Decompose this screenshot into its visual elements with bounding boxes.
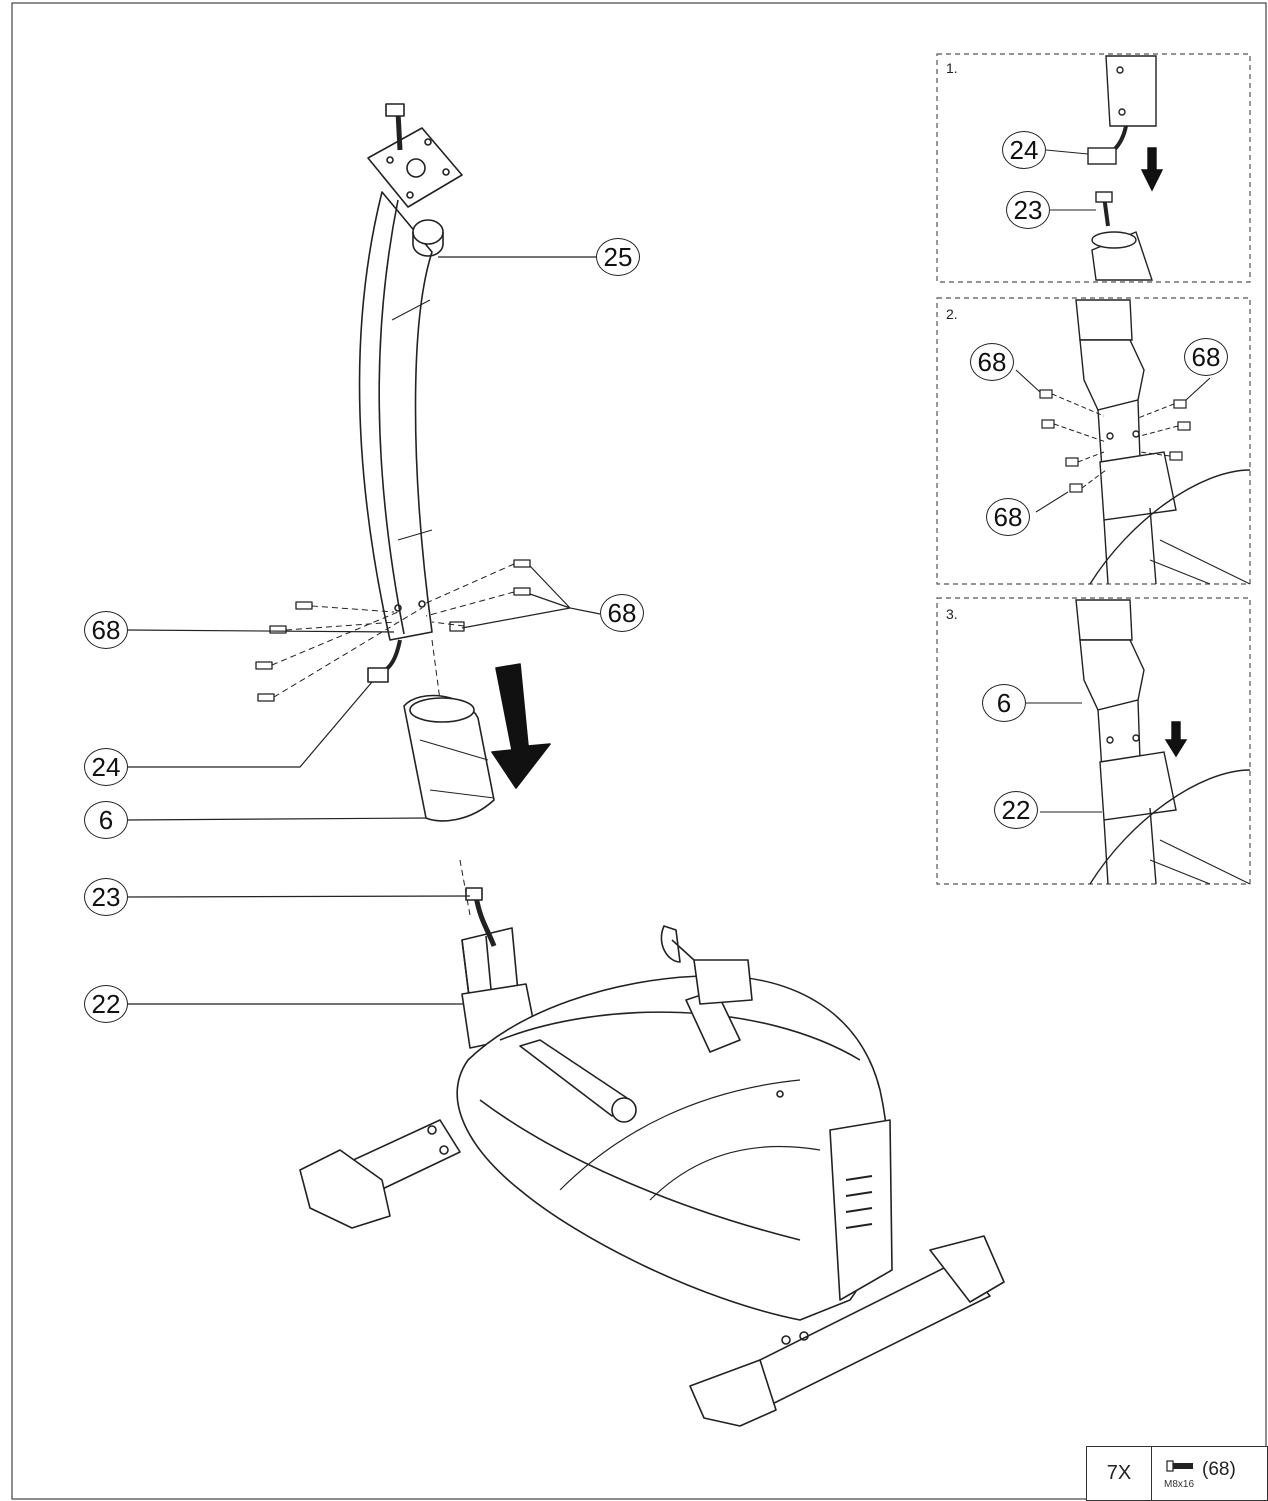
step-2-detail (1015, 299, 1251, 585)
bike-body (456, 974, 889, 1321)
hardware-quantity: 7X (1087, 1447, 1152, 1500)
hardware-item: (68) M8x16 (1152, 1447, 1267, 1500)
callout-22: 22 (84, 985, 128, 1023)
step-2-callout-68-b: 68 (1184, 338, 1228, 376)
step-3-callout-22: 22 (994, 791, 1038, 829)
callout-68-left: 68 (84, 611, 128, 649)
step-1-callout-23: 23 (1006, 191, 1050, 229)
step-3-number: 3. (946, 606, 958, 622)
step-3-detail (1026, 599, 1251, 885)
hardware-table: 7X (68) M8x16 (1086, 1446, 1268, 1501)
step-2-callout-68-a: 68 (970, 343, 1014, 381)
step-2-number: 2. (946, 306, 958, 322)
step-panels (936, 53, 1251, 885)
step-3-callout-6: 6 (982, 684, 1026, 722)
leader-lines (127, 256, 601, 1005)
callout-6: 6 (84, 801, 128, 839)
step-1-detail (1045, 55, 1164, 281)
console-mast-tube (358, 191, 433, 641)
bolt-icon (1166, 1460, 1193, 1472)
step-1-number: 1. (946, 60, 958, 76)
callout-24: 24 (84, 748, 128, 786)
callout-23: 23 (84, 878, 128, 916)
step-2-callout-68-c: 68 (986, 498, 1030, 536)
main-assembly (255, 103, 1005, 1427)
callout-68-right: 68 (600, 594, 644, 632)
mast-top-plate (367, 127, 463, 208)
callout-25: 25 (596, 238, 640, 276)
step-1-callout-24: 24 (1002, 131, 1046, 169)
bolts-right (449, 559, 531, 632)
down-arrow (491, 663, 551, 789)
hardware-part-ref: (68) (1202, 1459, 1236, 1480)
hardware-size: M8x16 (1164, 1479, 1195, 1490)
